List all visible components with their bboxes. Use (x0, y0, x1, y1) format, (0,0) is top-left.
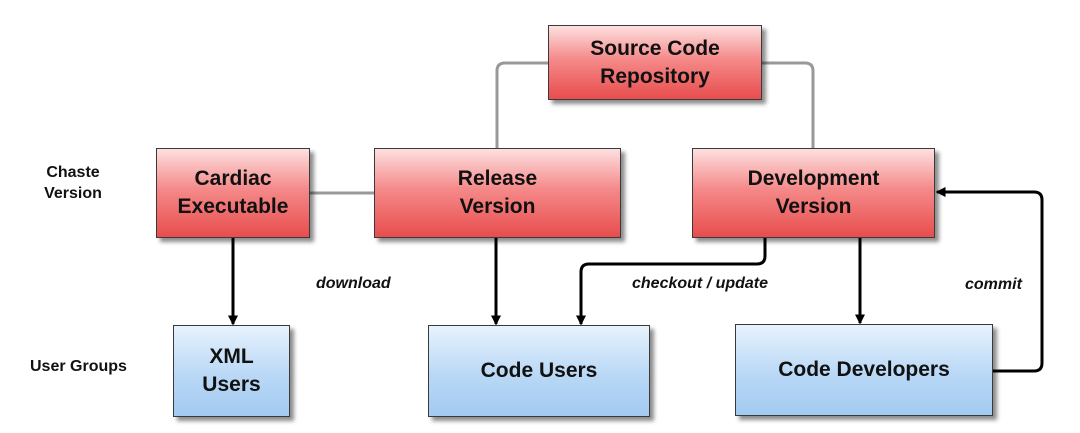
source-code-repository-node: Source Code Repository (548, 25, 762, 100)
release-version-node: Release Version (374, 148, 621, 238)
checkout-update-arrow (576, 237, 767, 326)
checkout-update-edge-label: checkout / update (632, 275, 769, 292)
chaste-version-label: Chaste Version (44, 164, 102, 202)
development-version-node: Development Version (692, 148, 935, 238)
user-groups-label: User Groups (30, 358, 127, 375)
code-developers-node: Code Developers (735, 324, 993, 416)
xml-users-node: XML Users (173, 325, 290, 417)
code-users-node: Code Users (428, 325, 650, 417)
commit-edge-label: commit (965, 276, 1022, 293)
download-edge-label: download (316, 275, 391, 292)
repo-to-release-line (495, 61, 548, 148)
commit-arrow (935, 187, 1044, 373)
cardiac-executable-node: Cardiac Executable (156, 148, 310, 238)
repo-to-development-line (762, 61, 815, 148)
